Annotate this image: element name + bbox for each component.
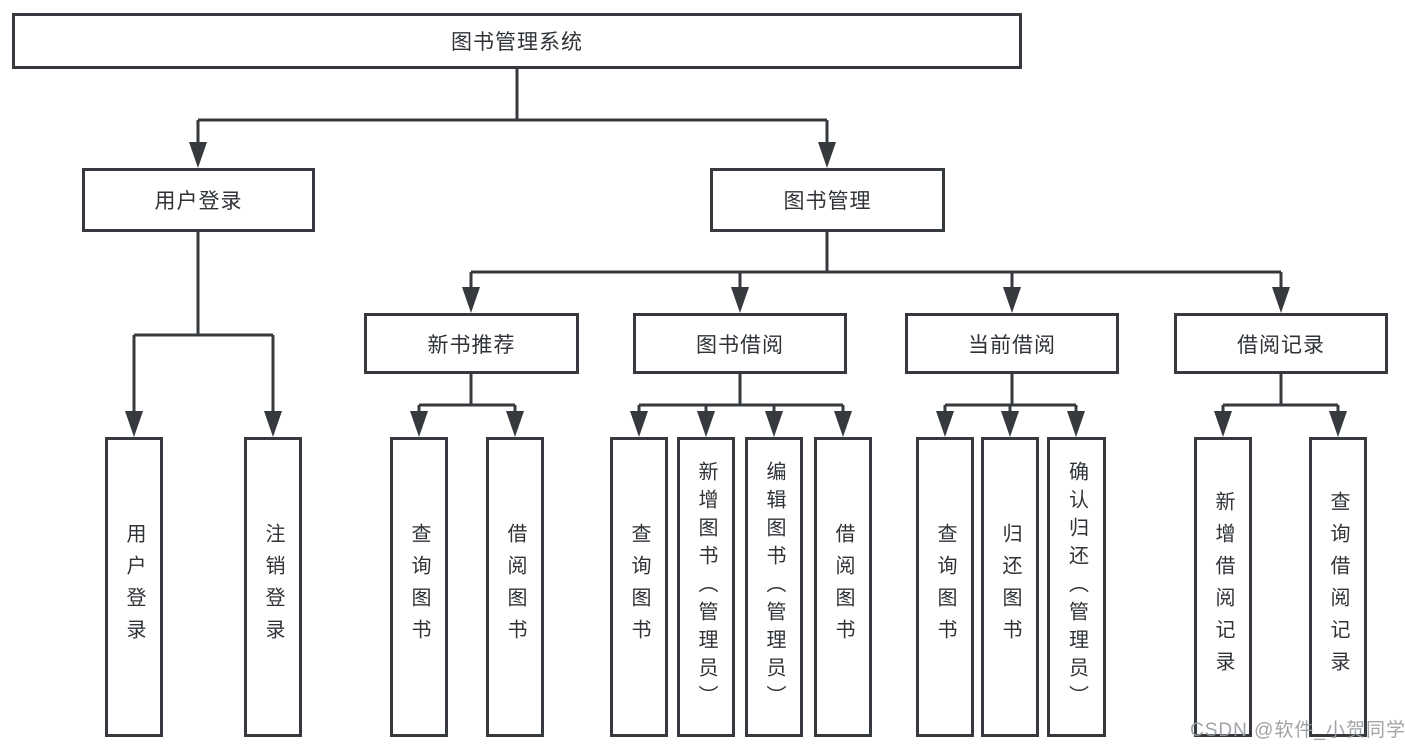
arrowhead-icon <box>1272 287 1290 313</box>
edge-lines <box>132 69 1340 433</box>
arrowheads <box>125 142 1347 437</box>
leaf-borrow-book: 借阅图书 <box>814 437 872 737</box>
arrowhead-icon <box>1003 287 1021 313</box>
arrowhead-icon <box>189 142 207 168</box>
arrowhead-icon <box>818 142 836 168</box>
leaf-borrow-book: 借阅图书 <box>486 437 544 737</box>
leaf-query-book: 查询图书 <box>390 437 448 737</box>
leaf-query-book: 查询图书 <box>916 437 974 737</box>
node-user-login: 用户登录 <box>82 168 315 232</box>
arrowhead-icon <box>697 411 715 437</box>
node-new-book-recommend: 新书推荐 <box>364 313 579 374</box>
leaf-query-borrow-record: 查询借阅记录 <box>1309 437 1367 737</box>
arrowhead-icon <box>1214 411 1232 437</box>
arrowhead-icon <box>1001 411 1019 437</box>
leaf-logout: 注销登录 <box>244 437 302 737</box>
node-book-borrow: 图书借阅 <box>633 313 847 374</box>
leaf-user-login: 用户登录 <box>105 437 163 737</box>
arrowhead-icon <box>410 411 428 437</box>
node-current-borrow: 当前借阅 <box>905 313 1119 374</box>
leaf-edit-book-admin: 编辑图书（管理员） <box>745 437 803 737</box>
arrowhead-icon <box>834 411 852 437</box>
arrowhead-icon <box>125 411 143 437</box>
leaf-add-book-admin: 新增图书（管理员） <box>677 437 735 737</box>
arrowhead-icon <box>731 287 749 313</box>
arrowhead-icon <box>765 411 783 437</box>
arrowhead-icon <box>1329 411 1347 437</box>
csdn-watermark: CSDN @软件_小贺同学 <box>1190 720 1405 741</box>
node-library-management-system: 图书管理系统 <box>12 13 1022 69</box>
arrowhead-icon <box>264 411 282 437</box>
arrowhead-icon <box>462 287 480 313</box>
leaf-add-borrow-record: 新增借阅记录 <box>1194 437 1252 737</box>
arrowhead-icon <box>630 411 648 437</box>
node-borrow-records: 借阅记录 <box>1174 313 1388 374</box>
node-book-management: 图书管理 <box>710 168 945 232</box>
arrowhead-icon <box>936 411 954 437</box>
leaf-return-book: 归还图书 <box>981 437 1039 737</box>
arrowhead-icon <box>506 411 524 437</box>
leaf-query-book: 查询图书 <box>610 437 668 737</box>
arrowhead-icon <box>1067 411 1085 437</box>
leaf-confirm-return-admin: 确认归还（管理员） <box>1047 437 1106 737</box>
